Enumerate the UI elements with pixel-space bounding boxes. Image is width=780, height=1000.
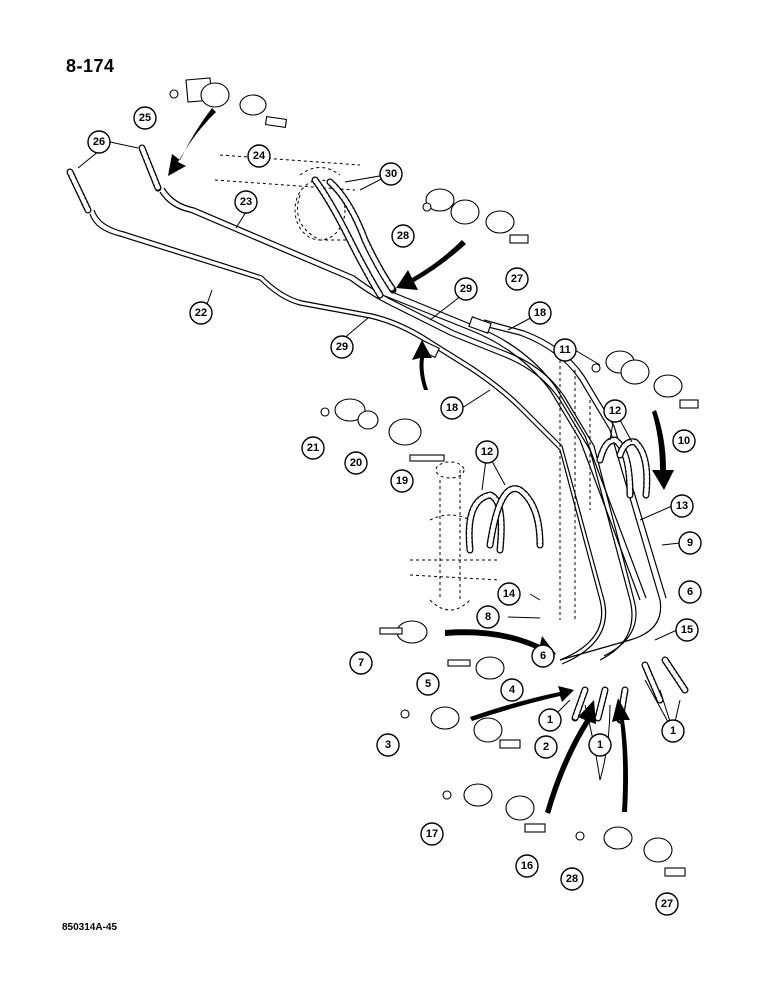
callout-label: 28 bbox=[566, 873, 578, 885]
callout-16: 16 bbox=[515, 854, 539, 878]
callout-label: 19 bbox=[396, 475, 408, 487]
callout-29-lower: 29 bbox=[330, 335, 354, 359]
hose-12-left bbox=[465, 485, 544, 554]
callout-23: 23 bbox=[234, 190, 258, 214]
callout-label: 6 bbox=[687, 586, 693, 598]
phantom-cylinder-lower bbox=[409, 360, 591, 620]
callout-label: 1 bbox=[547, 714, 553, 726]
tube-23 bbox=[159, 187, 637, 661]
hose-12-right bbox=[596, 436, 651, 499]
callout-label: 6 bbox=[540, 650, 546, 662]
callout-label: 1 bbox=[670, 725, 676, 737]
callout-7: 7 bbox=[349, 651, 373, 675]
page-number: 8-174 bbox=[66, 56, 115, 76]
callout-20: 20 bbox=[344, 451, 368, 475]
callout-label: 5 bbox=[425, 678, 431, 690]
callout-label: 8 bbox=[485, 611, 491, 623]
callout-label: 25 bbox=[139, 112, 151, 124]
callout-27-top: 27 bbox=[505, 267, 529, 291]
callout-2: 2 bbox=[534, 735, 558, 759]
callout-11: 11 bbox=[553, 338, 577, 362]
callout-label: 12 bbox=[481, 446, 493, 458]
callout-12-right: 12 bbox=[603, 399, 627, 423]
callout-label: 28 bbox=[397, 230, 409, 242]
callout-17: 17 bbox=[420, 822, 444, 846]
callout-label: 18 bbox=[446, 402, 458, 414]
flange-group-center bbox=[425, 188, 529, 244]
callouts: 25 24 26 30 23 28 27 22 29 18 29 11 18 1… bbox=[87, 106, 702, 916]
callout-label: 10 bbox=[678, 435, 690, 447]
callout-label: 17 bbox=[426, 828, 438, 840]
callout-label: 15 bbox=[681, 624, 693, 636]
callout-label: 20 bbox=[350, 457, 362, 469]
callout-label: 29 bbox=[336, 341, 348, 353]
callout-label: 18 bbox=[534, 307, 546, 319]
callout-label: 26 bbox=[93, 136, 105, 148]
callout-label: 24 bbox=[253, 150, 266, 162]
flange-group-right bbox=[605, 350, 699, 409]
callout-28-top: 28 bbox=[391, 224, 415, 248]
callout-label: 27 bbox=[661, 898, 673, 910]
callout-24: 24 bbox=[247, 144, 271, 168]
callout-label: 7 bbox=[358, 657, 364, 669]
phantom-cylinder-upper bbox=[214, 154, 361, 241]
callout-4: 4 bbox=[500, 678, 524, 702]
callout-28-bottom: 28 bbox=[560, 867, 584, 891]
callout-27-bottom: 27 bbox=[655, 892, 679, 916]
callout-18-upper: 18 bbox=[528, 301, 552, 325]
callout-label: 21 bbox=[307, 442, 319, 454]
callout-14: 14 bbox=[497, 582, 521, 606]
callout-8: 8 bbox=[476, 605, 500, 629]
callout-label: 30 bbox=[385, 168, 397, 180]
callout-1-center: 1 bbox=[588, 733, 612, 757]
callout-label: 23 bbox=[240, 196, 252, 208]
callout-26: 26 bbox=[87, 130, 111, 154]
callout-25: 25 bbox=[133, 106, 157, 130]
callout-10: 10 bbox=[672, 429, 696, 453]
flange-group-top-left bbox=[185, 77, 288, 128]
figure-code: 850314A-45 bbox=[62, 922, 118, 933]
callout-label: 3 bbox=[385, 739, 391, 751]
callout-1-left: 1 bbox=[538, 708, 562, 732]
callout-label: 27 bbox=[511, 273, 523, 285]
callout-label: 11 bbox=[559, 344, 571, 356]
callout-13: 13 bbox=[670, 494, 694, 518]
callout-label: 1 bbox=[597, 739, 603, 751]
washers bbox=[169, 89, 601, 841]
callout-30: 30 bbox=[379, 162, 403, 186]
callout-label: 16 bbox=[521, 860, 533, 872]
callout-12-left: 12 bbox=[475, 440, 499, 464]
hose-30-pair bbox=[311, 176, 397, 299]
callout-label: 9 bbox=[687, 537, 693, 549]
callout-3: 3 bbox=[376, 733, 400, 757]
callout-19: 19 bbox=[390, 469, 414, 493]
assembly-arrows bbox=[168, 108, 674, 814]
callout-6-right: 6 bbox=[678, 580, 702, 604]
flange-group-bottom bbox=[463, 783, 686, 877]
callout-label: 12 bbox=[609, 405, 621, 417]
callout-5: 5 bbox=[416, 672, 440, 696]
tube-22 bbox=[89, 209, 607, 665]
callout-label: 22 bbox=[195, 307, 207, 319]
callout-label: 4 bbox=[509, 684, 516, 696]
callout-21: 21 bbox=[301, 436, 325, 460]
callout-9: 9 bbox=[678, 531, 702, 555]
callout-29-upper: 29 bbox=[454, 277, 478, 301]
callout-label: 2 bbox=[543, 741, 549, 753]
callout-18-lower: 18 bbox=[440, 396, 464, 420]
callout-label: 13 bbox=[676, 500, 688, 512]
tube-29-18 bbox=[384, 291, 667, 661]
hose-left-pair bbox=[66, 144, 162, 214]
flange-group-lower-left bbox=[379, 620, 521, 749]
callout-15: 15 bbox=[675, 618, 699, 642]
callout-22: 22 bbox=[189, 301, 213, 325]
callout-6-left: 6 bbox=[531, 644, 555, 668]
flange-group-left-mid bbox=[334, 398, 445, 462]
callout-label: 29 bbox=[460, 283, 472, 295]
callout-1-right: 1 bbox=[661, 719, 685, 743]
callout-label: 14 bbox=[503, 588, 516, 600]
